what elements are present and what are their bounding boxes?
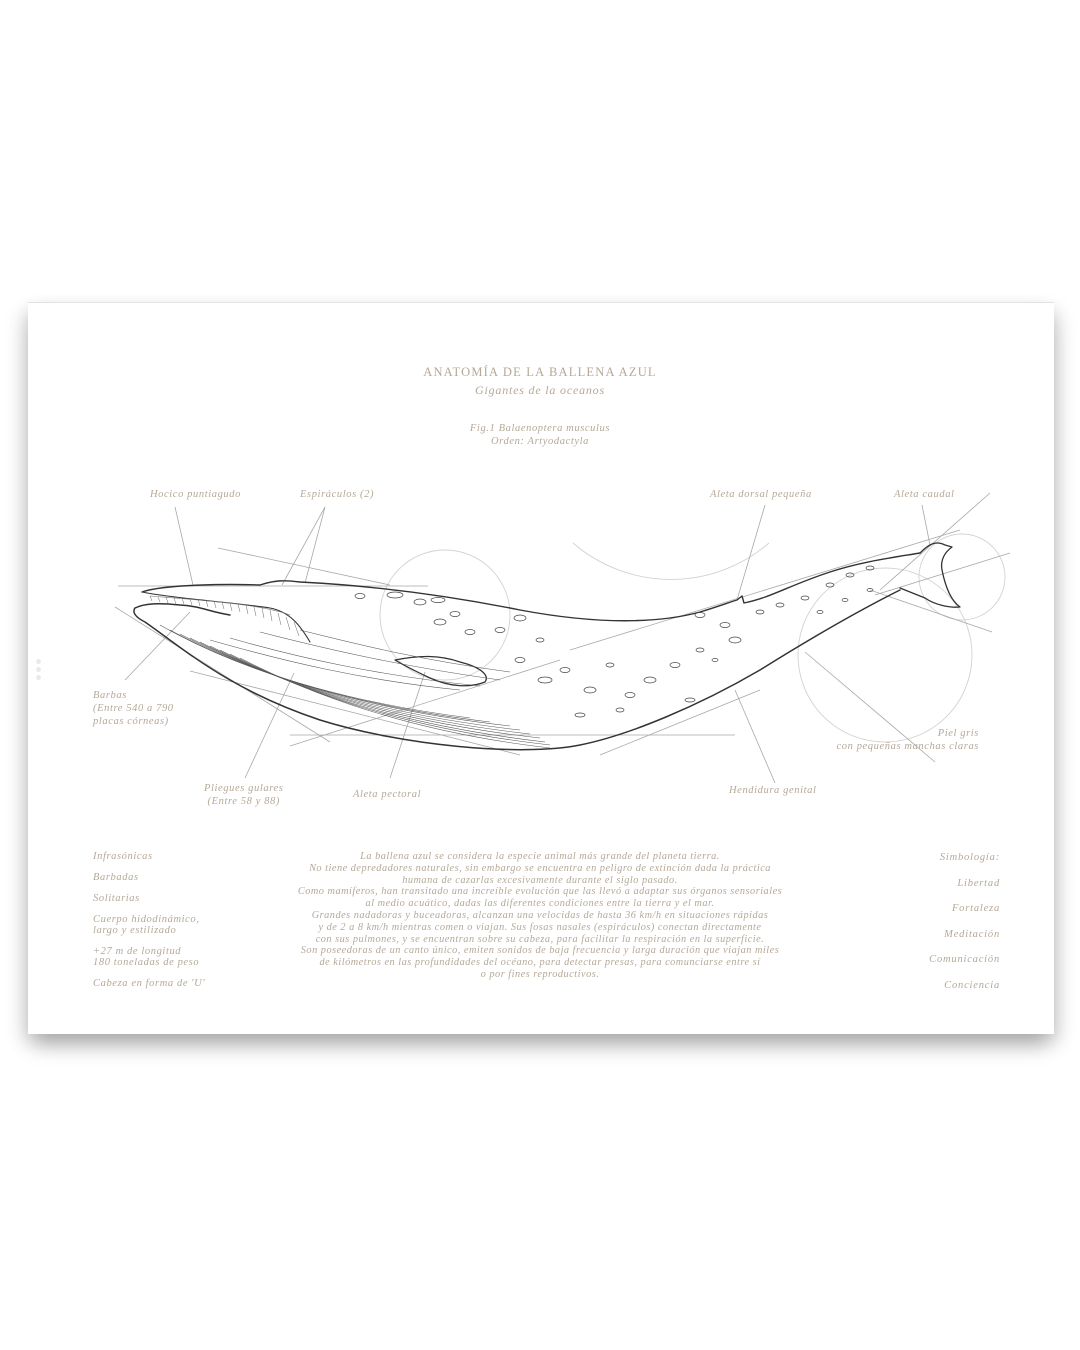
- label-baleen: Barbas (Entre 540 a 790 placas córneas): [93, 689, 174, 728]
- description-line: y de 2 a 8 km/h mientras comen o viajan.…: [318, 921, 762, 933]
- construction-circles: [379, 533, 1006, 743]
- label-genital-slit: Hendidura genital: [729, 785, 817, 796]
- trait-text: Cuerpo hidodinámico,: [93, 914, 200, 925]
- description-line: La ballena azul se considera la especie …: [360, 851, 720, 862]
- trait-text: Infrasónicas: [93, 851, 153, 862]
- poster-sheet: [28, 302, 1054, 1034]
- pager-dot: [36, 659, 41, 664]
- description-line: Grandes nadadoras y buceadoras, alcanzan…: [311, 909, 769, 921]
- trait-text: largo y estilizado: [93, 925, 177, 936]
- figure-species: Fig.1 Balaenoptera musculus: [469, 423, 611, 434]
- label-baleen-line: Barbas: [93, 690, 127, 701]
- page-title: ANATOMÍA DE LA BALLENA AZUL: [423, 365, 657, 379]
- label-pectoral-fin: Aleta pectoral: [353, 789, 422, 800]
- baleen-plates: [149, 595, 300, 637]
- whale-body: [133, 542, 961, 751]
- label-blowholes: Espiráculos (2): [300, 489, 375, 500]
- pager-dot: [36, 675, 41, 680]
- label-baleen-line: (Entre 540 a 790: [93, 703, 174, 714]
- description-line: Son poseedoras de un canto único, emiten…: [300, 945, 780, 957]
- symbology-item: Conciencia: [944, 979, 1000, 991]
- description-line: Como mamíferos, han transitado una incre…: [297, 886, 783, 898]
- trait-item: Cabeza en forma de 'U': [93, 978, 205, 989]
- symbology-item: Meditación: [944, 928, 1000, 940]
- pager-dots-handle[interactable]: [36, 659, 42, 683]
- trait-item: Solitarias: [93, 893, 205, 904]
- label-baleen-line: placas córneas): [93, 716, 169, 727]
- description-paragraph: La ballena azul se considera la especie …: [270, 851, 810, 981]
- label-tail-fin: Aleta caudal: [894, 489, 955, 500]
- pager-dot: [36, 667, 41, 672]
- trait-text: Cabeza en forma de 'U': [93, 978, 206, 989]
- symbology-item: Comunicación: [929, 954, 1000, 966]
- description-line: al medio acuático, dadas las diferentes …: [365, 898, 715, 910]
- trait-item: Cuerpo hidodinámico,largo y estilizado: [93, 914, 205, 936]
- figure-caption: Fig.1 Balaenoptera musculus Orden: Artyo…: [0, 422, 1080, 448]
- skin-spots: [354, 565, 875, 718]
- symbology-item: Libertad: [957, 877, 1000, 889]
- throat-pleats: [159, 624, 551, 749]
- label-skin-line: Piel gris: [937, 728, 979, 739]
- label-throat-pleats-line: Pliegues gulares: [204, 783, 284, 794]
- description-line: o por fines reproductivos.: [480, 968, 600, 980]
- page-subtitle: Gigantes de la oceanos: [475, 383, 605, 397]
- trait-text: +27 m de longitud: [93, 946, 182, 957]
- symbology-heading: Simbología:: [939, 852, 1000, 863]
- trait-text: 180 toneladas de peso: [93, 957, 200, 968]
- label-skin: Piel gris con pequeñas manchas claras: [837, 727, 979, 753]
- description-line: con sus pulmones, y se encuentran sobre …: [315, 933, 765, 945]
- label-skin-line: con pequeñas manchas claras: [836, 741, 979, 752]
- trait-item: Barbadas: [93, 872, 205, 883]
- guide-lines: [114, 492, 1011, 784]
- description-line: de kilómetros en las profundidades del o…: [319, 957, 761, 969]
- label-throat-pleats-line: (Entre 58 y 88): [207, 796, 280, 807]
- figure-order: Orden: Artyodactyla: [490, 436, 589, 447]
- symbology-item: Fortaleza: [951, 903, 1000, 915]
- label-dorsal-fin: Aleta dorsal pequeña: [710, 489, 812, 500]
- trait-text: Solitarias: [93, 893, 140, 904]
- symbology-list: Simbología: Libertad Fortaleza Meditació…: [929, 851, 1000, 1005]
- label-throat-pleats: Pliegues gulares (Entre 58 y 88): [204, 782, 284, 808]
- description-line: humana de cazarlas excesivamente durante…: [402, 874, 678, 886]
- traits-list: Infrasónicas Barbadas Solitarias Cuerpo …: [93, 851, 205, 999]
- trait-text: Barbadas: [93, 872, 139, 883]
- trait-item: Infrasónicas: [93, 851, 205, 862]
- label-snout: Hocico puntiagudo: [150, 489, 241, 500]
- description-line: No tiene depredadores naturales, sin emb…: [309, 862, 771, 874]
